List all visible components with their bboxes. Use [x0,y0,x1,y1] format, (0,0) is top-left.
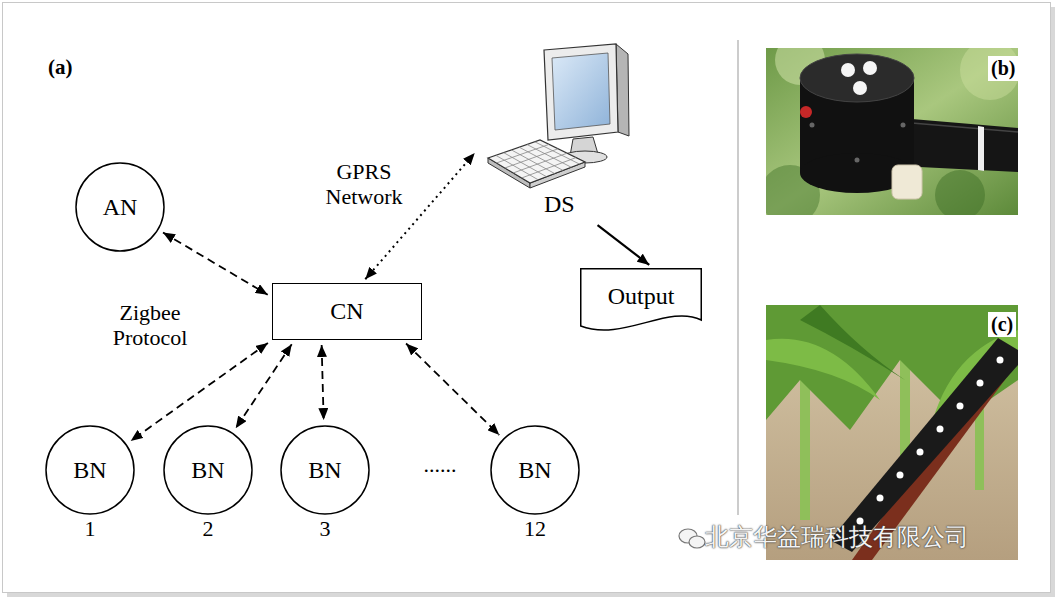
output-document: Output [580,268,702,334]
node-label: BN [73,456,106,485]
access-node: AN [75,162,165,252]
node-number: 3 [320,516,331,541]
wechat-icon [679,529,705,548]
zigbee-link [322,345,324,420]
coordinator-box: CN [272,283,422,340]
zigbee-link [236,344,292,428]
node-label: BN [308,456,341,485]
node-label: BN [191,456,224,485]
zigbee-link [406,344,499,435]
base-node: BN [163,425,253,515]
panel-label: (b) [988,56,1018,81]
node-label: Output [608,282,675,311]
node-label: BN [518,456,551,485]
protocol-label: Zigbee Protocol [95,300,205,351]
figure-frame [3,3,1051,593]
base-node: BN [45,425,135,515]
panel-label: (c) [988,312,1016,337]
base-node: BN [490,425,580,515]
zigbee-link [163,233,268,295]
node-label: CN [330,297,363,326]
watermark: 北京华益瑞科技有限公司 [705,524,969,552]
node-label: AN [103,193,138,222]
node-number: 2 [203,516,214,541]
node-number: 1 [85,516,96,541]
sensor-photo [766,48,1018,215]
computer-icon [488,44,629,188]
node-label: DS [544,190,575,219]
edge-label: GPRS Network [314,159,414,210]
base-node: BN [280,425,370,515]
field-photo [766,305,1018,560]
data-server: DS [478,40,648,222]
node-number: 12 [524,516,546,541]
panel-label: (a) [48,55,73,79]
ellipsis-label: ...... [424,452,457,477]
output-arrow [598,225,650,265]
panel-separator [738,40,739,515]
